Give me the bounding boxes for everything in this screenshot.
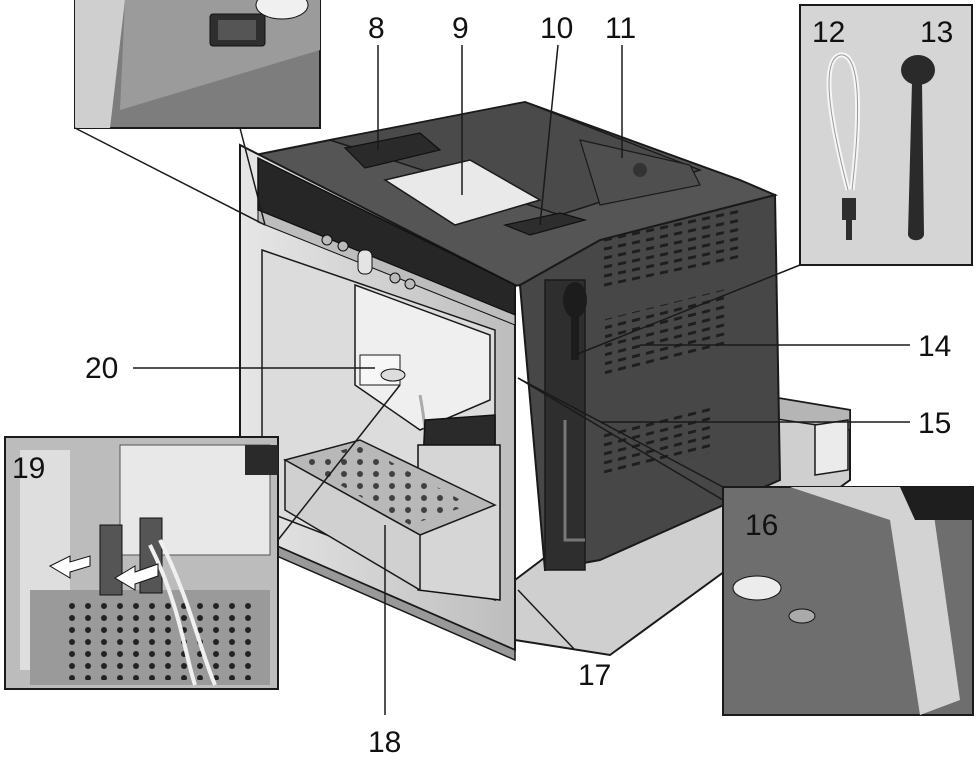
control-button <box>404 278 416 290</box>
measuring-spoon-icon <box>901 55 935 85</box>
label-13: 13 <box>920 16 953 49</box>
label-12: 12 <box>812 16 845 49</box>
outlet-nozzle <box>139 517 163 594</box>
inset-coffee-outlet <box>4 384 401 690</box>
inset-sensor <box>517 377 974 716</box>
sensor-button <box>788 608 816 624</box>
coffee-outlet <box>380 368 406 382</box>
label-15: 15 <box>918 407 951 440</box>
bean-container <box>343 132 442 169</box>
label-19: 19 <box>12 452 45 485</box>
outlet-nozzle <box>99 524 123 596</box>
control-button <box>389 272 401 284</box>
machine-body <box>239 100 851 662</box>
inset-accessories <box>574 4 973 356</box>
control-button <box>321 234 333 246</box>
control-button <box>337 240 349 252</box>
label-11: 11 <box>605 12 636 45</box>
label-17: 17 <box>578 659 611 692</box>
leader-lines <box>133 44 910 715</box>
label-20: 20 <box>85 352 118 385</box>
label-18: 18 <box>368 726 401 758</box>
label-8: 8 <box>368 12 385 45</box>
rotary-knob <box>357 249 373 275</box>
drip-tray-front <box>284 458 421 592</box>
label-16: 16 <box>745 509 778 542</box>
arrow-left-icon <box>114 563 159 591</box>
sensor-ring <box>732 575 782 601</box>
power-switch-panel <box>502 212 588 236</box>
label-10: 10 <box>540 12 573 45</box>
label-14: 14 <box>918 330 951 363</box>
arrow-left-icon <box>48 555 91 579</box>
inset-main-switch <box>74 0 321 226</box>
label-9: 9 <box>452 12 469 45</box>
